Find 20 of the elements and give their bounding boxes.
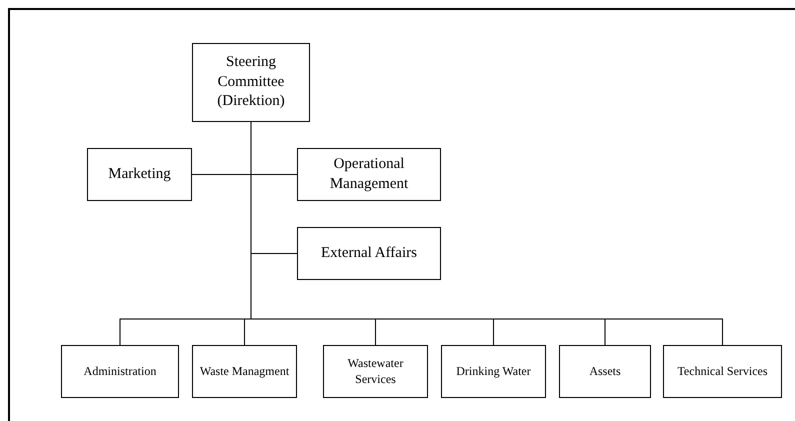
box-label: Marketing [108,164,171,184]
box-label: Assets [589,364,621,380]
box-label: Operational Management [328,155,410,194]
box-label: Drinking Water [456,364,531,380]
org-box [323,345,428,398]
box-label: Wastewater Services [346,356,404,388]
box-label: External Affairs [321,244,417,263]
org-box [87,148,192,201]
box-label: Technical Services [677,364,768,380]
org-box [61,345,179,398]
org-box [192,43,310,122]
org-box [559,345,651,398]
org-box [663,345,782,398]
org-box [297,227,441,280]
box-label: Steering Committee (Direktion) [216,53,286,112]
org-box [192,345,297,398]
box-label: Administration [84,364,156,380]
box-label: Waste Managment [200,364,290,380]
org-box [441,345,546,398]
org-box [297,148,441,201]
